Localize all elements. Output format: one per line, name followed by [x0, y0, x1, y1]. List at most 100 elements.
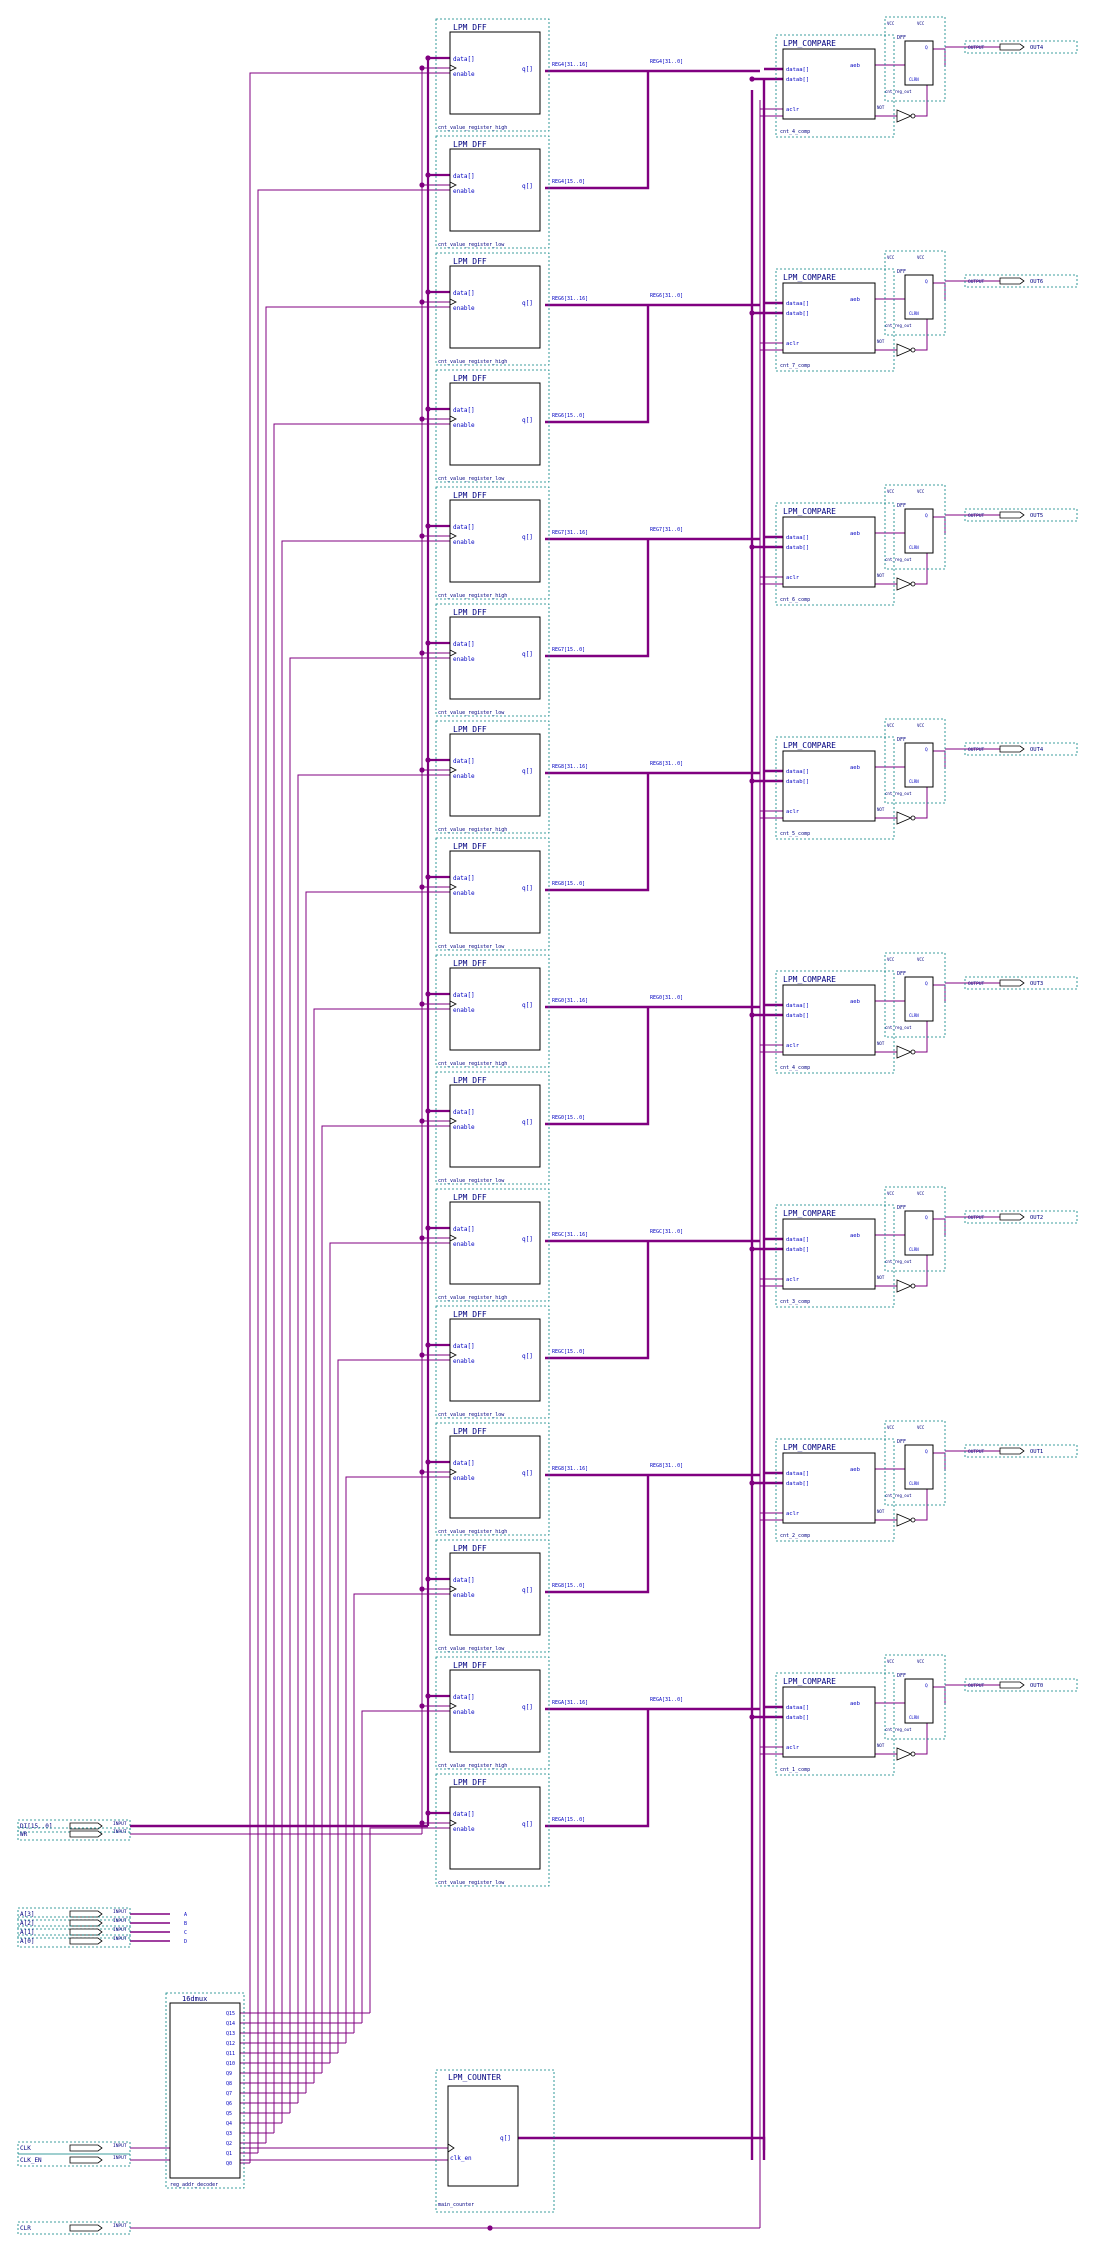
register-box	[449, 499, 541, 583]
register-block-15[interactable]: LPM_DFFdata[]enableq[]cnt_value_register…	[435, 1773, 585, 1887]
register-block-1[interactable]: LPM_DFFdata[]enableq[]cnt_value_register…	[435, 135, 585, 249]
clock-triangle	[449, 64, 457, 72]
decoder-in-label: B	[184, 1921, 187, 1927]
out-pin-frame	[964, 40, 1078, 54]
decoder-out-label: Q0	[226, 2161, 232, 2167]
register-block-3[interactable]: LPM_DFFdata[]enableq[]cnt_value_register…	[435, 369, 585, 483]
compare-port-a: dataa[]	[786, 535, 809, 541]
enable-line	[329, 1242, 450, 2063]
q-bus-low	[545, 1007, 650, 1126]
compare-port-clk: aclr	[786, 1043, 800, 1049]
compare-box	[782, 1452, 876, 1524]
addr-input-pin-0[interactable]: A[3]INPUT	[17, 1907, 131, 1921]
not-to-clrn	[913, 1021, 928, 1053]
not-to-clrn	[913, 787, 928, 819]
comparator-6[interactable]: LPM_COMPAREdataa[]datab[]aclraebcnt_2_co…	[650, 1438, 895, 1542]
pin-frame	[17, 2153, 131, 2167]
register-block-11[interactable]: LPM_DFFdata[]enableq[]cnt_value_register…	[435, 1305, 585, 1419]
register-block-8[interactable]: LPM_DFFdata[]enableq[]cnt_value_register…	[435, 954, 588, 1068]
clock-triangle	[449, 1702, 457, 1710]
register-block-13[interactable]: LPM_DFFdata[]enableq[]cnt_value_register…	[435, 1539, 585, 1653]
register-block-14[interactable]: LPM_DFFdata[]enableq[]cnt_value_register…	[435, 1656, 588, 1770]
register-frame	[435, 954, 550, 1068]
pin-name: CLK	[20, 2145, 31, 2152]
out-pin-type: OUTPUT	[968, 981, 985, 987]
dff-vcc-label: VCC	[917, 489, 925, 494]
dff-frame	[884, 952, 946, 1038]
not-label: NOT	[877, 105, 885, 110]
register-title: LPM_DFF	[453, 491, 487, 500]
dff-box	[904, 1678, 934, 1724]
register-frame	[435, 1071, 550, 1185]
pin-frame	[17, 2221, 131, 2235]
decoder-block[interactable]: 16dmuxABCDQ15Q14Q13Q12Q11Q10Q9Q8Q7Q6Q5Q4…	[165, 1912, 245, 2189]
register-box	[449, 1435, 541, 1519]
register-block-4[interactable]: LPM_DFFdata[]enableq[]cnt_value_register…	[435, 486, 588, 600]
register-port-q: q[]	[522, 534, 533, 541]
register-port-enable: enable	[453, 1709, 475, 1716]
comparator-7[interactable]: LPM_COMPAREdataa[]datab[]aclraebcnt_1_co…	[650, 1672, 895, 1776]
not-gate	[896, 109, 913, 123]
addr-input-pin-1[interactable]: A[2]INPUT	[17, 1916, 131, 1930]
register-block-12[interactable]: LPM_DFFdata[]enableq[]cnt_value_register…	[435, 1422, 588, 1536]
comparator-1[interactable]: LPM_COMPAREdataa[]datab[]aclraebcnt_7_co…	[650, 268, 895, 372]
register-title: LPM_DFF	[453, 257, 487, 266]
register-block-9[interactable]: LPM_DFFdata[]enableq[]cnt_value_register…	[435, 1071, 585, 1185]
comparator-0[interactable]: LPM_COMPAREdataa[]datab[]aclraebcnt_4_co…	[650, 34, 895, 138]
register-port-data: data[]	[453, 56, 475, 63]
dff-title: DFF	[897, 503, 906, 509]
not-gate	[896, 1513, 913, 1527]
register-block-0[interactable]: LPM_DFFdata[]enableq[]cnt_value_register…	[435, 18, 588, 132]
addr-input-pin-3[interactable]: A[0]INPUT	[17, 1934, 131, 1948]
clock-triangle	[449, 1000, 457, 1008]
dff-port-q: Q	[925, 1449, 928, 1455]
comparator-2[interactable]: LPM_COMPAREdataa[]datab[]aclraebcnt_6_co…	[650, 502, 895, 606]
dff-port-clrn: CLRN	[909, 1481, 919, 1486]
enable-line	[289, 657, 450, 2113]
compare-frame	[775, 34, 895, 138]
not-label: NOT	[877, 1275, 885, 1280]
dff-instance: cnt_reg_out	[885, 1493, 912, 1498]
register-port-q: q[]	[522, 1470, 533, 1477]
dff-title: DFF	[897, 35, 906, 41]
register-box	[449, 850, 541, 934]
clock-triangle	[449, 649, 457, 657]
register-block-2[interactable]: LPM_DFFdata[]enableq[]cnt_value_register…	[435, 252, 588, 366]
register-block-7[interactable]: LPM_DFFdata[]enableq[]cnt_value_register…	[435, 837, 585, 951]
dff-q-line	[933, 1218, 946, 1237]
comparator-4[interactable]: LPM_COMPAREdataa[]datab[]aclraebcnt_4_co…	[650, 970, 895, 1074]
out-pin-frame	[964, 1678, 1078, 1692]
register-block-5[interactable]: LPM_DFFdata[]enableq[]cnt_value_register…	[435, 603, 585, 717]
register-port-q: q[]	[522, 768, 533, 775]
decoder-out-label: Q13	[226, 2031, 235, 2037]
register-block-10[interactable]: LPM_DFFdata[]enableq[]cnt_value_register…	[435, 1188, 588, 1302]
comparator-5[interactable]: LPM_COMPAREdataa[]datab[]aclraebcnt_3_co…	[650, 1204, 895, 1308]
decoder-out-label: Q10	[226, 2061, 235, 2067]
compare-frame	[775, 502, 895, 606]
comparator-3[interactable]: LPM_COMPAREdataa[]datab[]aclraebcnt_5_co…	[650, 736, 895, 840]
register-block-6[interactable]: LPM_DFFdata[]enableq[]cnt_value_register…	[435, 720, 588, 834]
addr-input-pin-2[interactable]: A[1]INPUT	[17, 1925, 131, 1939]
not-label: NOT	[877, 807, 885, 812]
